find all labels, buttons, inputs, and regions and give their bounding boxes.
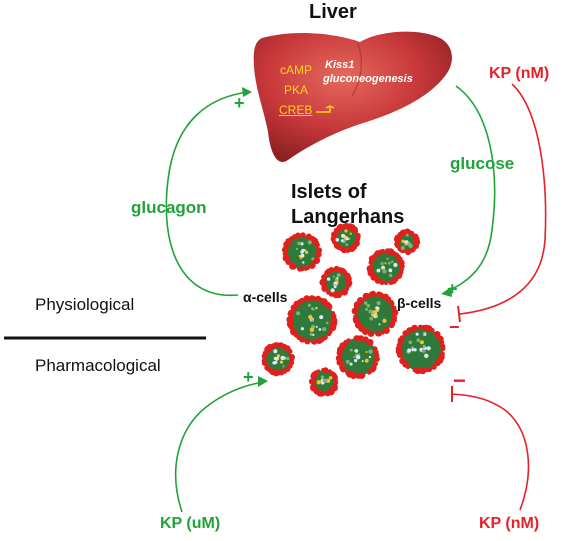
islet bbox=[308, 367, 339, 397]
kiss1-gene: Kiss1 bbox=[325, 59, 355, 71]
creb-arrow bbox=[316, 105, 335, 113]
kp-um-label: KP (uM) bbox=[160, 515, 221, 532]
islet bbox=[319, 265, 353, 299]
islets-title-line1: Islets of bbox=[291, 181, 367, 203]
pathway-camp: cAMP bbox=[280, 63, 313, 77]
glucagon-label: glucagon bbox=[131, 198, 207, 217]
liver-organ bbox=[253, 31, 452, 162]
islet bbox=[335, 335, 380, 379]
pathway-creb: CREB bbox=[279, 103, 313, 117]
kp-um-plus-sign: + bbox=[243, 367, 254, 387]
gluconeogenesis-label: gluconeogenesis bbox=[323, 73, 413, 85]
glucose-arrow bbox=[444, 85, 496, 293]
islet bbox=[286, 295, 338, 345]
liver-lobe-line bbox=[351, 43, 362, 97]
kp-um-arrow bbox=[174, 381, 265, 513]
glucagon-plus-sign: + bbox=[234, 93, 245, 113]
liver-title: Liver bbox=[309, 1, 357, 23]
glucose-arrowhead bbox=[441, 287, 452, 297]
islet bbox=[366, 248, 405, 286]
islets-title: Islets of Langerhans bbox=[291, 180, 404, 230]
beta-cells-label: β-cells bbox=[397, 295, 442, 311]
physiological-label: Physiological bbox=[35, 295, 135, 314]
kp-nm-bottom-minus-sign: − bbox=[453, 368, 466, 393]
glucose-label: glucose bbox=[450, 154, 515, 173]
pharmacological-label: Pharmacological bbox=[35, 356, 161, 375]
islet bbox=[393, 228, 421, 256]
kp-nm-bottom-inhibit-line bbox=[451, 393, 530, 511]
islet bbox=[261, 342, 295, 377]
kp-nm-bottom-label: KP (nM) bbox=[479, 515, 540, 532]
kp-nm-top-inhibit-line bbox=[459, 83, 547, 315]
islets-title-line2: Langerhans bbox=[291, 206, 405, 228]
glucose-plus-sign: + bbox=[447, 279, 458, 299]
islet bbox=[351, 290, 399, 337]
islets-cluster bbox=[261, 222, 446, 397]
glucagon-arrowhead bbox=[242, 87, 252, 97]
alpha-cells-label: α-cells bbox=[243, 289, 288, 305]
islet bbox=[330, 222, 361, 254]
pathway-pka: PKA bbox=[284, 83, 309, 97]
kp-nm-top-inhibit-bar bbox=[457, 305, 461, 323]
kp-um-arrowhead bbox=[258, 376, 268, 387]
kp-nm-top-minus-sign: − bbox=[449, 317, 460, 337]
kp-nm-top-label: KP (nM) bbox=[489, 65, 550, 82]
islet bbox=[281, 232, 323, 272]
islet bbox=[395, 324, 446, 375]
glucagon-arrow bbox=[165, 91, 251, 296]
